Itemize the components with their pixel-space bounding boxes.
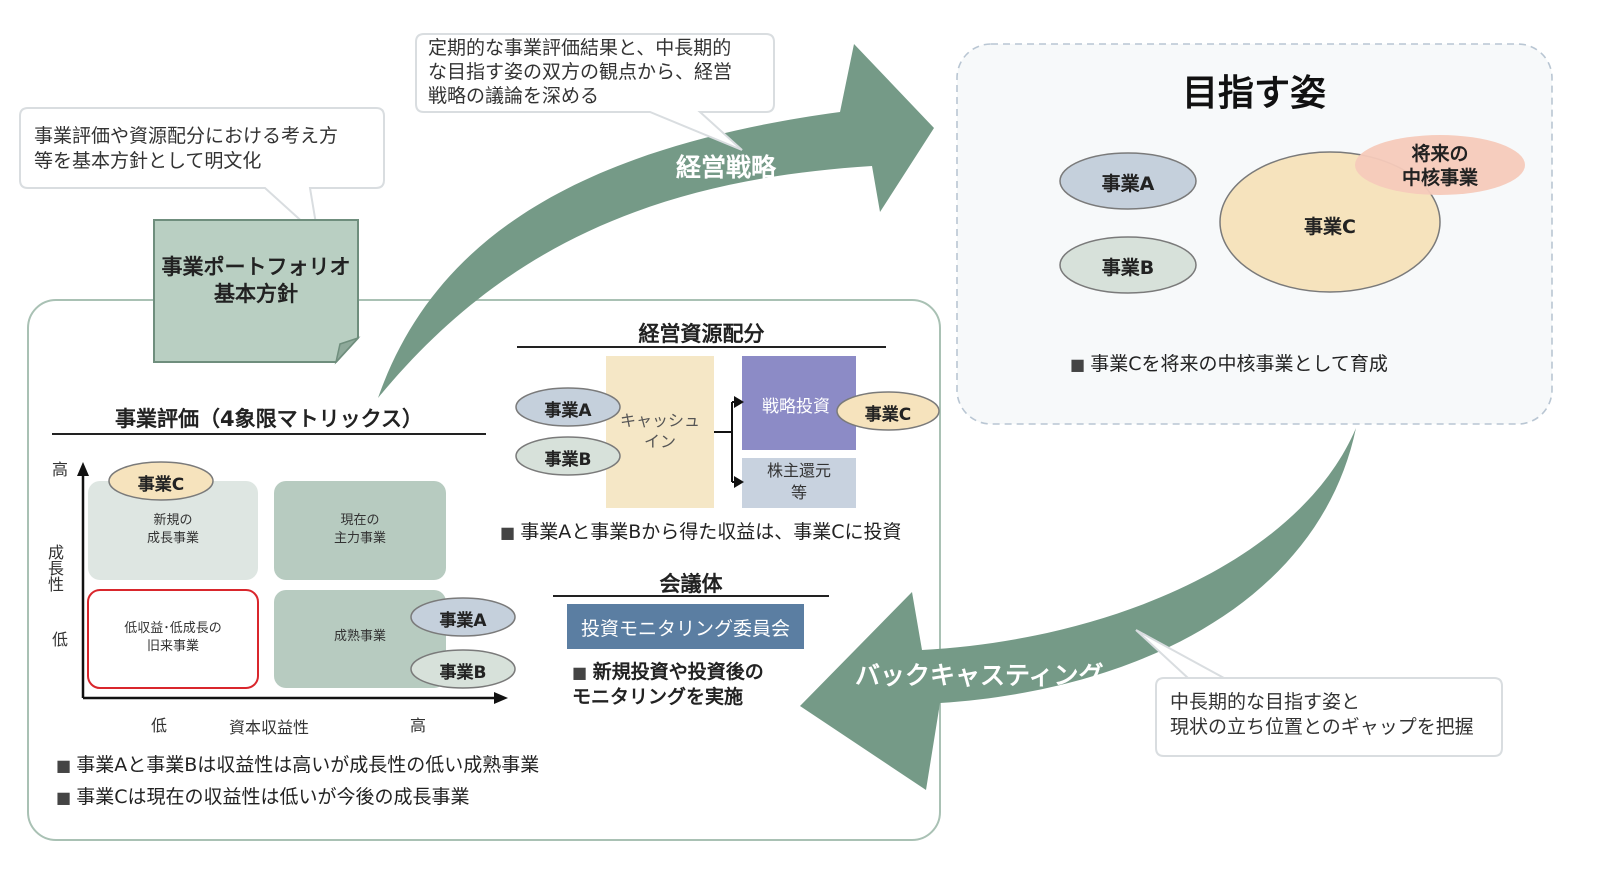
allocation-title: 経営資源配分 bbox=[638, 322, 765, 346]
matrix-cell-legacy: 低収益･低成長の 旧来事業 bbox=[124, 621, 222, 654]
matrix-cell-new-growth-bg bbox=[88, 481, 258, 580]
committee-label: 投資モニタリング委員会 bbox=[580, 618, 790, 640]
policy-callout-text: 事業評価や資源配分における考え方 等を基本方針として明文化 bbox=[34, 125, 339, 172]
council-bullet: 新規投資や投資後の モニタリングを実施 bbox=[572, 660, 764, 710]
cash-in-box bbox=[606, 356, 714, 508]
allocation-business-b-oval bbox=[515, 436, 621, 476]
matrix-cell-current-main-bg bbox=[274, 481, 446, 580]
target-business-a-oval bbox=[1059, 152, 1197, 210]
matrix-cell-mature-bg bbox=[274, 590, 446, 688]
target-business-a-label: 事業A bbox=[1101, 173, 1155, 195]
y-axis-label: 成長性 bbox=[45, 544, 64, 592]
strategy-callout-bubble bbox=[415, 33, 775, 151]
backcasting-arrow bbox=[800, 428, 1356, 790]
gap-callout-bubble bbox=[1135, 629, 1503, 757]
matrix-cell-new-growth: 新規の 成長事業 bbox=[146, 513, 199, 546]
x-axis-label: 資本収益性 bbox=[229, 718, 310, 737]
y-axis-high: 高 bbox=[52, 460, 69, 479]
y-axis-low: 低 bbox=[52, 630, 69, 649]
allocation-business-c-oval bbox=[836, 391, 940, 431]
shareholder-return-label: 株主還元 等 bbox=[766, 461, 831, 502]
strategy-callout-text: 定期的な事業評価結果と、中長期的 な目指す姿の双方の観点から、経営 戦略の議論を… bbox=[428, 37, 733, 107]
target-bullet: 事業Cを将来の中核事業として育成 bbox=[1070, 352, 1388, 377]
matrix-business-b-label: 事業B bbox=[439, 663, 487, 683]
matrix-business-b-oval bbox=[410, 649, 516, 689]
target-business-c-label: 事業C bbox=[1304, 216, 1356, 238]
backcasting-arrow-label: バックキャスティング bbox=[855, 661, 1104, 690]
evaluation-bullet-1: 事業Aと事業Bは収益性は高いが成長性の低い成熟事業 bbox=[56, 753, 539, 778]
matrix-business-a-label: 事業A bbox=[439, 611, 487, 631]
x-axis-high: 高 bbox=[410, 716, 427, 735]
allocation-business-a-label: 事業A bbox=[544, 401, 592, 421]
strategic-investment-box bbox=[742, 356, 856, 450]
matrix-business-a-oval bbox=[410, 597, 516, 637]
council-title: 会議体 bbox=[659, 572, 723, 596]
policy-tag-label: 事業ポートフォリオ 基本方針 bbox=[161, 255, 351, 306]
shareholder-return-box bbox=[742, 458, 856, 508]
strategy-arrow-label: 経営戦略 bbox=[676, 153, 777, 182]
allocation-bullet: 事業Aと事業Bから得た収益は、事業Cに投資 bbox=[500, 520, 901, 545]
evaluation-bullet-2: 事業Cは現在の収益性は低いが今後の成長事業 bbox=[56, 785, 469, 810]
target-business-b-oval bbox=[1059, 236, 1197, 294]
cash-in-label: キャッシュ イン bbox=[619, 411, 700, 451]
allocation-business-c-label: 事業C bbox=[864, 405, 912, 425]
matrix-cell-current-main: 現在の 主力事業 bbox=[333, 513, 386, 546]
matrix-business-c-oval bbox=[108, 461, 214, 501]
allocation-business-b-label: 事業B bbox=[544, 450, 592, 470]
allocation-business-a-oval bbox=[515, 387, 621, 427]
target-business-b-label: 事業B bbox=[1101, 257, 1155, 279]
target-title: 目指す姿 bbox=[1182, 73, 1327, 114]
strategy-arrow bbox=[378, 44, 934, 398]
target-future-core-label: 将来の 中核事業 bbox=[1401, 143, 1478, 189]
strategic-investment-label: 戦略投資 bbox=[762, 397, 830, 417]
matrix-business-c-label: 事業C bbox=[137, 475, 185, 495]
evaluation-title: 事業評価（4象限マトリックス） bbox=[115, 407, 423, 431]
matrix-cell-legacy-bg bbox=[87, 589, 259, 689]
committee-box bbox=[567, 604, 804, 649]
x-axis-low: 低 bbox=[151, 716, 168, 735]
matrix-cell-mature: 成熟事業 bbox=[333, 629, 386, 644]
target-future-core-oval bbox=[1355, 135, 1525, 195]
policy-callout-bubble bbox=[19, 107, 385, 239]
gap-callout-text: 中長期的な目指す姿と 現状の立ち位置とのギャップを把握 bbox=[1170, 691, 1474, 738]
